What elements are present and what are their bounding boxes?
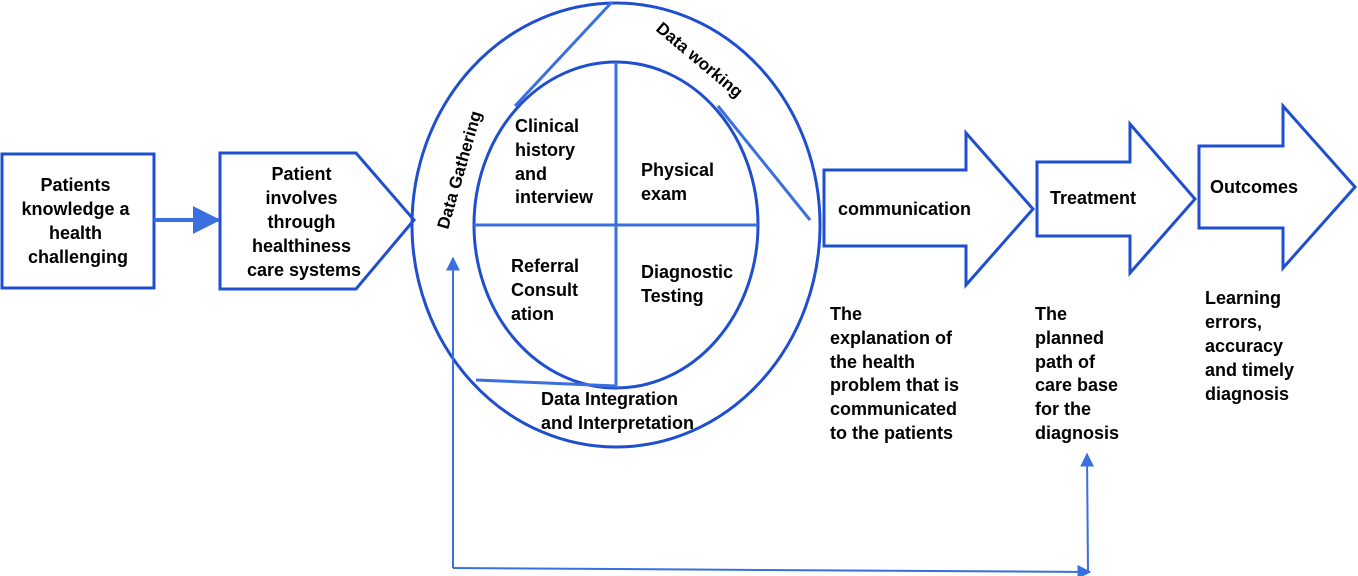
data-working-label: Data working [652, 19, 746, 102]
outcomes-description: Learning errors, accuracy and timely dia… [1205, 288, 1299, 404]
patient-involves-box [218, 151, 416, 291]
clinical-history-label: Clinical history and interview [515, 116, 594, 207]
data-gathering-divider [513, 0, 614, 108]
outcomes-arrow [1197, 102, 1358, 272]
data-gathering-label: Data Gathering [434, 109, 486, 231]
communication-label: communication [838, 199, 971, 219]
feedback-loop-treatment-arrow [1080, 452, 1095, 573]
patients-knowledge-box [0, 152, 156, 290]
communication-description: The explanation of the health problem th… [830, 304, 964, 443]
patient-involves-label: Patient involves through healthiness car… [247, 164, 361, 280]
referral-consultation-label: Referral Consult ation [511, 256, 584, 324]
data-integration-divider [475, 378, 617, 388]
data-integration-label: Data Integration and Interpretation [541, 389, 694, 433]
outer-cycle-ellipse [410, 1, 822, 449]
physical-exam-label: Physical exam [641, 160, 719, 204]
diagnostic-testing-label: Diagnostic Testing [641, 262, 738, 306]
communication-arrow [822, 129, 1035, 289]
outcomes-label: Outcomes [1210, 177, 1298, 197]
data-working-divider [716, 105, 812, 221]
treatment-description: The planned path of care base for the di… [1035, 304, 1123, 443]
treatment-label: Treatment [1050, 188, 1136, 208]
patients-knowledge-label: Patients knowledge a health challenging [21, 175, 134, 267]
feedback-loop-bottom-arrow [452, 564, 1092, 576]
treatment-arrow [1035, 119, 1197, 277]
